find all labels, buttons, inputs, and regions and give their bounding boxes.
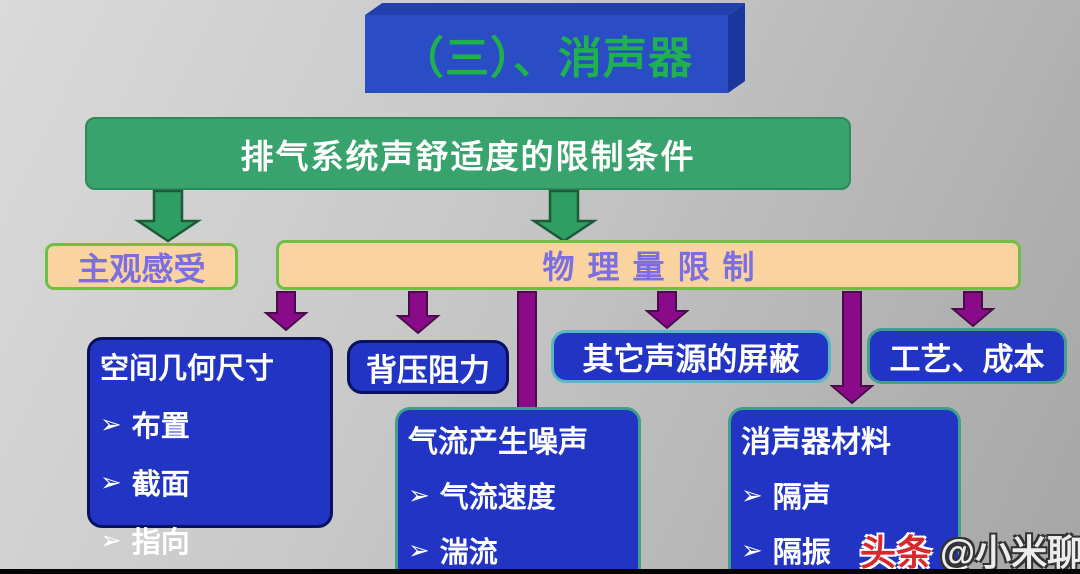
bullet-arrow-icon: ➢ bbox=[408, 534, 430, 565]
arrow-to-subjective bbox=[133, 189, 203, 243]
arrow-to-shielding bbox=[644, 291, 690, 330]
leaf-cost-box: 工艺、成本 bbox=[867, 328, 1067, 384]
watermark: 头条 @小米聊车 bbox=[860, 524, 1080, 574]
watermark-handle: @小米聊车 bbox=[940, 532, 1080, 573]
bullet-arrow-icon: ➢ bbox=[100, 408, 122, 439]
space-item-label: 布置 bbox=[131, 411, 190, 443]
title-cube-front-face bbox=[365, 15, 728, 93]
list-item: ➢ 气流速度 bbox=[398, 474, 638, 516]
material-item-label: 隔声 bbox=[772, 482, 831, 514]
list-item: ➢ 指向 bbox=[90, 519, 330, 561]
bullet-arrow-icon: ➢ bbox=[100, 524, 122, 555]
bullet-arrow-icon: ➢ bbox=[100, 466, 122, 497]
leaf-airflow-box: 气流产生噪声 ➢ 气流速度 ➢ 湍流 bbox=[395, 407, 641, 574]
arrow-to-backpressure bbox=[395, 291, 441, 335]
list-item: ➢ 隔振 bbox=[731, 529, 958, 571]
list-item: ➢ 布置 bbox=[90, 403, 330, 445]
bottom-bar bbox=[0, 569, 1080, 574]
branch-subjective-box: 主观感受 bbox=[45, 243, 238, 290]
airflow-item-label: 气流速度 bbox=[439, 482, 556, 514]
arrow-to-material bbox=[829, 291, 875, 405]
space-box-title: 空间几何尺寸 bbox=[100, 353, 275, 385]
bullet-arrow-icon: ➢ bbox=[741, 534, 763, 565]
arrow-to-cost bbox=[950, 291, 996, 328]
arrow-to-physical bbox=[529, 189, 599, 243]
material-item-label: 隔振 bbox=[772, 537, 831, 569]
list-item: ➢ 隔声 bbox=[731, 474, 958, 516]
root-condition-box: 排气系统声舒适度的限制条件 bbox=[85, 117, 851, 190]
watermark-brand: 头条 bbox=[860, 532, 933, 573]
branch-physical-box: 物理量限制 bbox=[276, 240, 1021, 290]
arrow-to-space bbox=[263, 291, 309, 332]
material-box-title: 消声器材料 bbox=[741, 426, 891, 459]
slide-title: （三）、消声器 bbox=[400, 34, 693, 83]
bullet-arrow-icon: ➢ bbox=[408, 479, 430, 510]
space-item-label: 指向 bbox=[131, 527, 190, 559]
leaf-backpressure-box: 背压阻力 bbox=[347, 340, 509, 394]
bullet-arrow-icon: ➢ bbox=[741, 479, 763, 510]
airflow-box-title: 气流产生噪声 bbox=[408, 426, 588, 459]
leaf-shielding-box: 其它声源的屏蔽 bbox=[551, 330, 831, 383]
list-item: ➢ 湍流 bbox=[398, 529, 638, 571]
leaf-space-box: 空间几何尺寸 ➢ 布置 ➢ 截面 ➢ 指向 bbox=[87, 337, 333, 559]
space-item-label: 截面 bbox=[131, 469, 190, 501]
airflow-item-label: 湍流 bbox=[439, 537, 498, 569]
leaf-material-box: 消声器材料 ➢ 隔声 ➢ 隔振 ➢ 耐热 bbox=[728, 407, 961, 574]
list-item: ➢ 截面 bbox=[90, 461, 330, 503]
